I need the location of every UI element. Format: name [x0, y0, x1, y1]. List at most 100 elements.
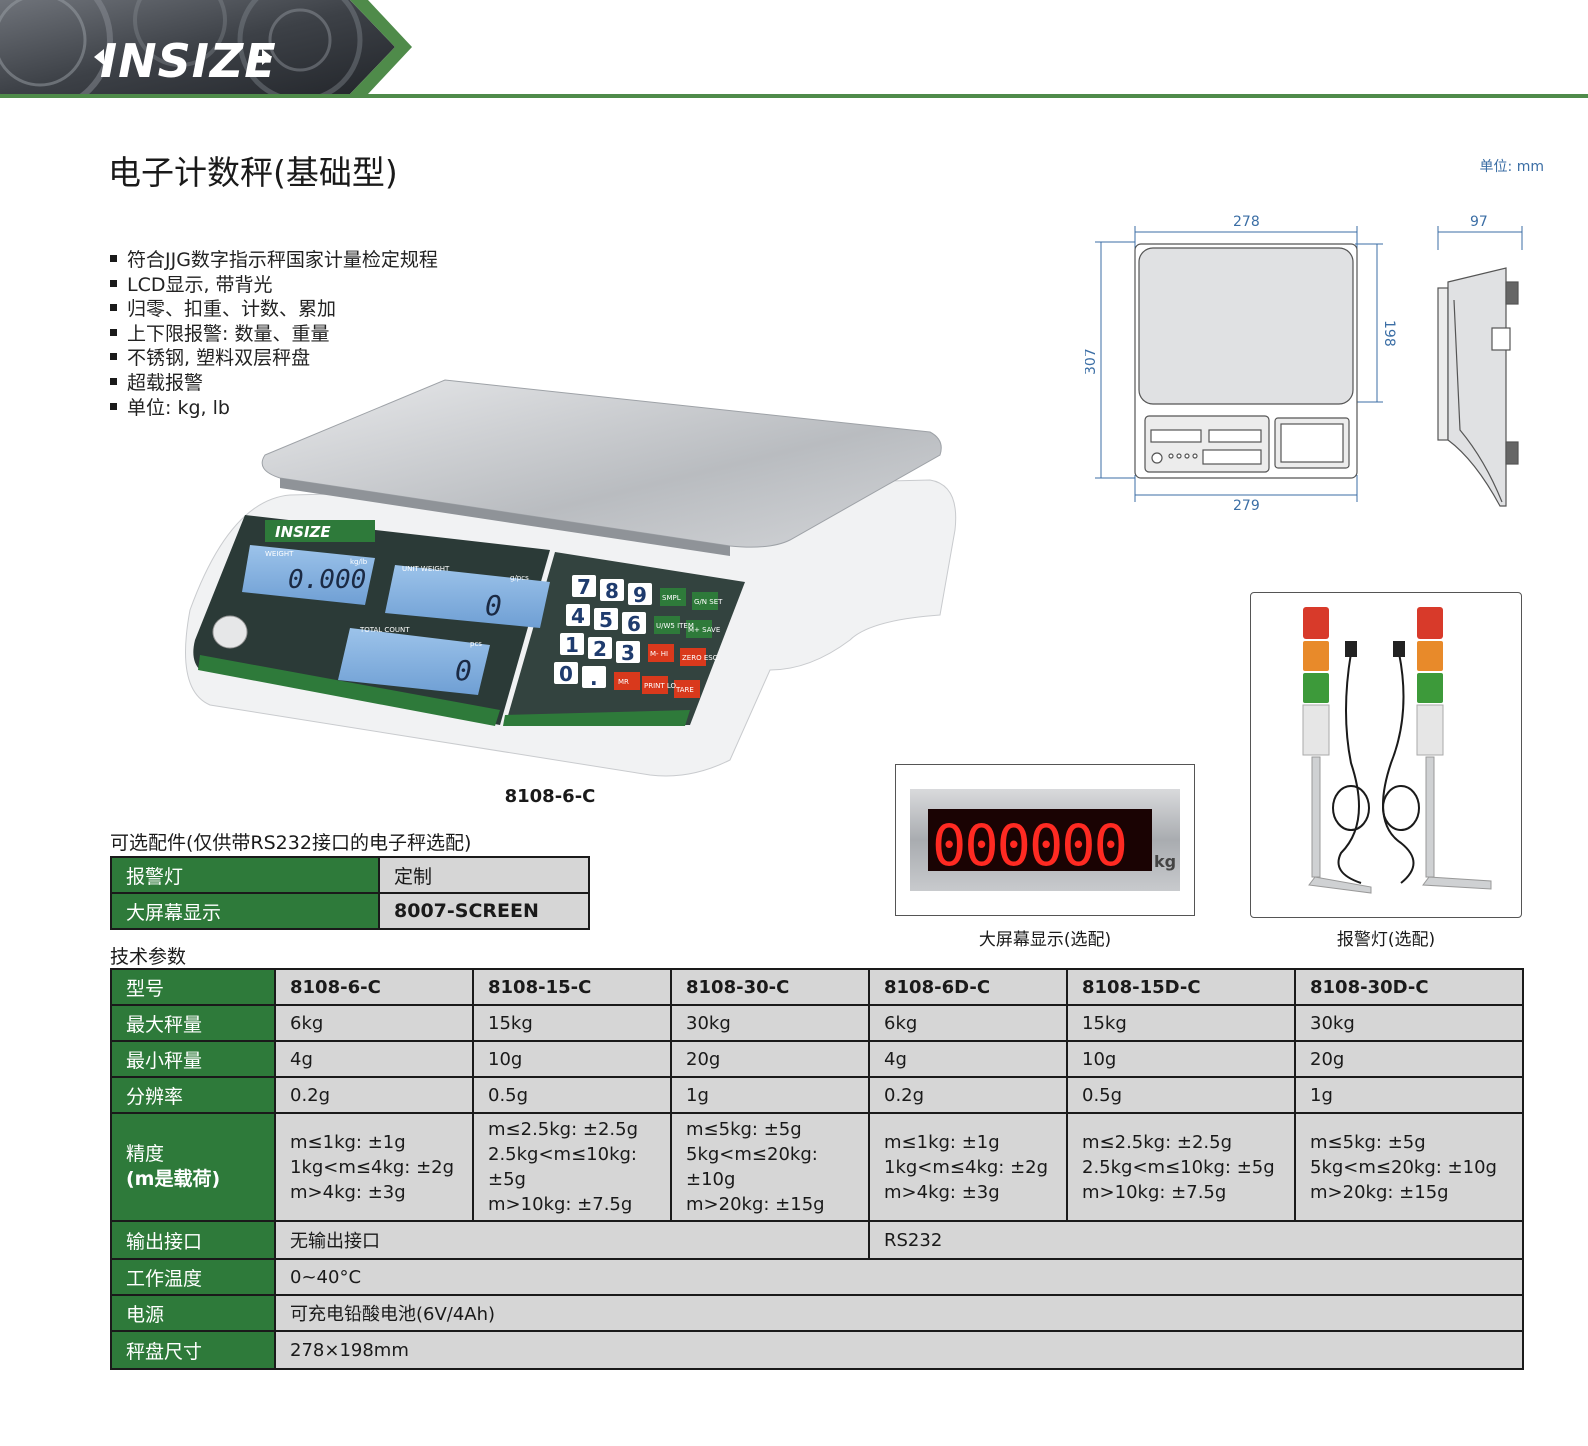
dim-pan-depth: 198	[1381, 320, 1397, 347]
lcd-kglb-label: kg/lb	[350, 558, 368, 566]
table-cell: 0.2g	[868, 1076, 1068, 1114]
lcd-unit-weight-label: UNIT WEIGHT	[402, 565, 450, 573]
table-cell: 0.5g	[1066, 1076, 1296, 1114]
table-cell: 4g	[274, 1040, 474, 1078]
bullet-icon	[110, 377, 117, 385]
accessory-value: 定制	[378, 856, 590, 894]
row-label: 电源	[110, 1294, 276, 1332]
feature-item: 不锈钢, 塑料双层秤盘	[108, 346, 438, 371]
key-mminus-hi: M- HI	[650, 650, 668, 658]
feature-item: 上下限报警: 数量、重量	[108, 322, 438, 347]
row-label: 精度 (m是载荷)	[110, 1112, 276, 1222]
alarm-lamp-photo	[1302, 607, 1492, 894]
dim-height: 307	[1085, 348, 1099, 375]
table-row: 最小秤量 4g 10g 20g 4g 10g 20g	[110, 1040, 1524, 1078]
table-cell: 10g	[1066, 1040, 1296, 1078]
keypad: 7 8 9 4 5 6 1 2 3 0 .	[554, 575, 652, 690]
key-6: 6	[627, 612, 641, 636]
bullet-icon	[110, 402, 117, 410]
feature-item: 符合JJG数字指示秤国家计量检定规程	[108, 248, 438, 273]
feature-item: 归零、扣重、计数、累加	[108, 297, 438, 322]
brand-logo: INSIZE	[100, 34, 277, 88]
table-cell: 1g	[670, 1076, 870, 1114]
accessory-value: 8007-SCREEN	[378, 892, 590, 930]
lcd-total-count-label: TOTAL COUNT	[359, 626, 410, 634]
row-label: 型号	[110, 968, 276, 1006]
large-screen-photo: 000000 kg	[910, 789, 1180, 891]
accessory-name: 报警灯	[110, 856, 380, 894]
key-4: 4	[571, 604, 585, 628]
table-cell: 30kg	[670, 1004, 870, 1042]
table-cell: 20g	[670, 1040, 870, 1078]
key-dot: .	[590, 666, 598, 690]
dim-width-top: 278	[1233, 214, 1260, 230]
table-cell: 1g	[1294, 1076, 1524, 1114]
lcd-count-value: 0	[455, 654, 472, 687]
accessories-table: 报警灯 定制 大屏幕显示 8007-SCREEN	[110, 856, 590, 930]
panel-logo: INSIZE	[275, 523, 331, 541]
header-banner	[0, 0, 412, 98]
table-row: 大屏幕显示 8007-SCREEN	[110, 892, 590, 930]
large-screen-photo-frame: 000000 kg	[895, 764, 1195, 916]
table-cell: 无输出接口	[274, 1220, 870, 1260]
key-1: 1	[565, 633, 579, 657]
accuracy-sublabel: (m是载荷)	[126, 1168, 221, 1190]
alarm-lamp-photo-frame	[1250, 592, 1522, 918]
lcd-weight-label: WEIGHT	[265, 550, 294, 558]
table-cell: 可充电铅酸电池(6V/4Ah)	[274, 1294, 1524, 1332]
key-7: 7	[577, 575, 591, 599]
accuracy-label: 精度	[126, 1143, 165, 1165]
table-cell: 4g	[868, 1040, 1068, 1078]
product-model-label: 8108-6-C	[504, 786, 596, 807]
table-cell: 0.5g	[472, 1076, 672, 1114]
row-label: 最大秤量	[110, 1004, 276, 1042]
table-cell: 15kg	[1066, 1004, 1296, 1042]
bullet-icon	[110, 353, 117, 361]
key-mr: MR	[618, 678, 629, 686]
key-3: 3	[621, 641, 635, 665]
key-uw-item: U/W5 ITEM	[656, 622, 694, 630]
bullet-icon	[110, 304, 117, 312]
key-print-lo: PRINT LO	[644, 682, 677, 690]
lamp-caption: 报警灯(选配)	[1336, 930, 1436, 950]
model-cell: 8108-6-C	[274, 968, 474, 1006]
table-row: 报警灯 定制	[110, 856, 590, 894]
key-5: 5	[599, 608, 613, 632]
table-cell: 10g	[472, 1040, 672, 1078]
table-cell: 6kg	[274, 1004, 474, 1042]
key-gn-set: G/N SET	[694, 598, 723, 606]
model-cell: 8108-15D-C	[1066, 968, 1296, 1006]
unit-label: 单位: mm	[1479, 159, 1544, 175]
table-cell: 6kg	[868, 1004, 1068, 1042]
table-row: 型号 8108-6-C 8108-15-C 8108-30-C 8108-6D-…	[110, 968, 1524, 1006]
bullet-icon	[110, 328, 117, 336]
key-tare: TARE	[675, 686, 694, 694]
side-dimension-drawing: 97	[1437, 214, 1523, 507]
key-zero-esc: ZERO ESC	[682, 654, 718, 662]
row-label: 分辨率	[110, 1076, 276, 1114]
bullet-icon	[110, 279, 117, 287]
dim-side-depth: 97	[1470, 214, 1488, 230]
model-cell: 8108-30-C	[670, 968, 870, 1006]
table-cell: 30kg	[1294, 1004, 1524, 1042]
table-cell: 20g	[1294, 1040, 1524, 1078]
row-label: 工作温度	[110, 1258, 276, 1296]
specs-title: 技术参数	[110, 946, 187, 968]
feature-item: LCD显示, 带背光	[108, 273, 438, 298]
accessory-name: 大屏幕显示	[110, 892, 380, 930]
model-cell: 8108-6D-C	[868, 968, 1068, 1006]
table-row: 工作温度 0~40°C	[110, 1258, 1524, 1296]
table-cell: 0~40°C	[274, 1258, 1524, 1296]
key-0: 0	[559, 662, 573, 686]
screen-caption: 大屏幕显示(选配)	[978, 930, 1112, 950]
table-row: 分辨率 0.2g 0.5g 1g 0.2g 0.5g 1g	[110, 1076, 1524, 1114]
table-cell: 0.2g	[274, 1076, 474, 1114]
table-cell: RS232	[868, 1220, 1524, 1260]
